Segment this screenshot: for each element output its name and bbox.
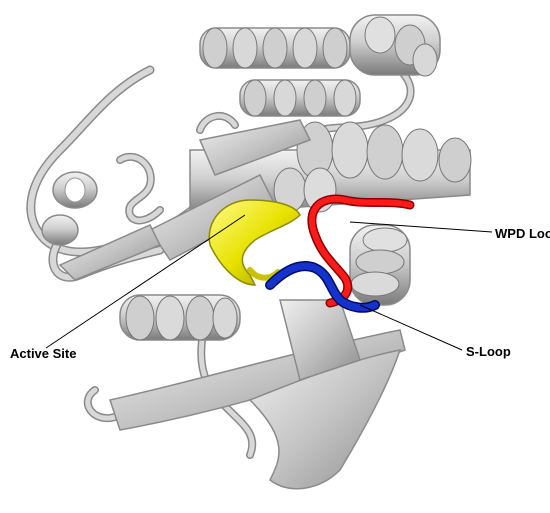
s-loop-highlight bbox=[265, 261, 380, 313]
leader-active-site bbox=[45, 214, 246, 349]
label-wpd-loop: WPD Loop bbox=[495, 226, 550, 241]
beta-sheet-bottom bbox=[109, 299, 406, 490]
coil-backbone bbox=[26, 65, 415, 459]
leader-wpd-loop bbox=[349, 221, 493, 233]
helix-top-row bbox=[199, 14, 441, 77]
helix-right bbox=[349, 224, 411, 306]
label-s-loop: S-Loop bbox=[466, 344, 511, 359]
helix-upper-middle bbox=[239, 79, 361, 117]
beta-sheet bbox=[58, 119, 312, 281]
wpd-loop-highlight bbox=[307, 194, 415, 308]
helix-lower-left bbox=[119, 294, 241, 341]
label-active-site: Active Site bbox=[10, 346, 76, 361]
leader-lines bbox=[45, 214, 493, 351]
leader-s-loop bbox=[359, 304, 463, 351]
helix-left bbox=[41, 171, 98, 246]
